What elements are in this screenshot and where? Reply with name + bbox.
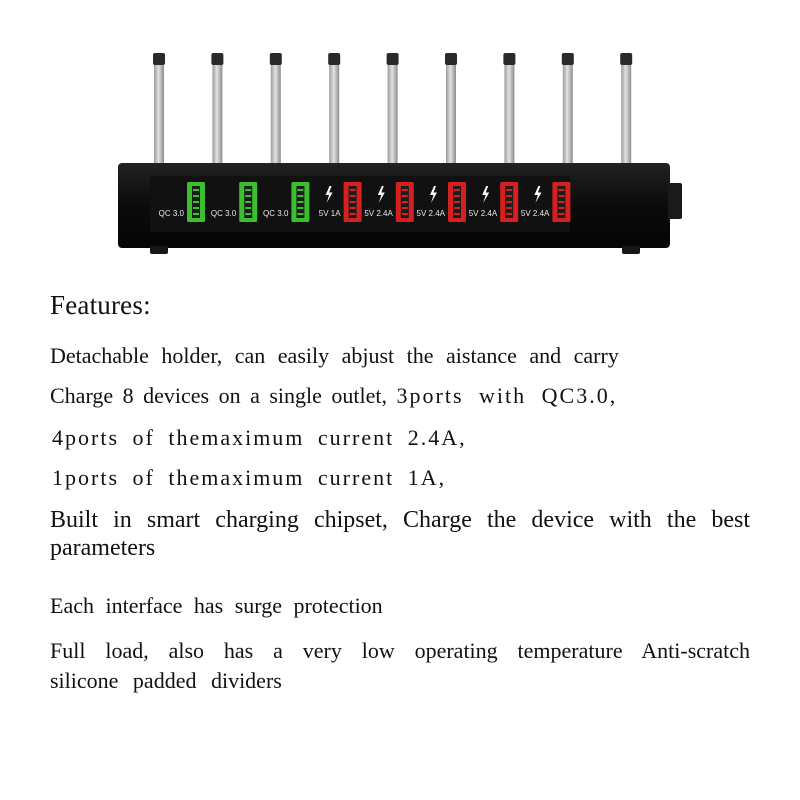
usb-port — [395, 182, 414, 222]
port-label: 5V 2.4A — [417, 209, 446, 218]
foot-right — [622, 246, 640, 254]
feature-charge-8-devices-b: 3ports with QC3.0, — [396, 383, 618, 408]
divider-plate — [153, 53, 165, 167]
port-label: QC 3.0 — [263, 209, 289, 218]
feature-smart-chipset: Built in smart charging chipset, Charge … — [50, 507, 750, 561]
lightning-bolt-icon — [430, 186, 437, 203]
divider-plate — [328, 53, 341, 167]
port-label: 5V 2.4A — [364, 209, 393, 218]
features-heading: Features: — [50, 290, 151, 320]
lightning-bolt-icon — [325, 186, 333, 203]
usb-port — [448, 182, 466, 222]
feature-4ports: 4ports of themaximum current 2.4A, — [52, 425, 467, 450]
lightning-bolt-icon — [534, 186, 542, 203]
feature-surge-protection: Each interface has surge protection — [50, 593, 383, 618]
lightning-bolt-icon — [482, 186, 490, 203]
charging-station-graphic: QC 3.0 QC 3.0 QC 3.0 5V 1A 5V 2.4A 5V 2.4A 5V … — [118, 53, 682, 254]
usb-port — [500, 182, 519, 222]
divider-plate — [620, 53, 633, 167]
feature-charge-8-devices-a: Charge 8 devices on a single outlet, — [50, 383, 388, 408]
power-switch — [668, 183, 682, 219]
charging-station-illustration: QC 3.0 QC 3.0 QC 3.0 5V 1A 5V 2.4A 5V 2.4A 5V … — [0, 0, 800, 270]
usb-port — [239, 182, 258, 222]
feature-low-temperature: Full load, also has a very low operating… — [50, 638, 750, 693]
usb-port — [291, 182, 310, 222]
divider-plate — [211, 53, 224, 167]
port-label: QC 3.0 — [211, 209, 237, 218]
divider-plate — [269, 53, 282, 167]
divider-plate — [386, 53, 399, 167]
port-label: QC 3.0 — [159, 209, 185, 218]
usb-port — [343, 182, 362, 222]
usb-port — [552, 182, 571, 222]
feature-charge-8-devices: Charge 8 devices on a single outlet, 3po… — [50, 382, 617, 410]
lightning-bolt-icon — [377, 186, 385, 203]
port-label: 5V 2.4A — [521, 209, 550, 218]
feature-1ports: 1ports of themaximum current 1A, — [52, 465, 447, 490]
usb-port — [187, 182, 205, 222]
port-label: 5V 1A — [319, 209, 341, 218]
divider-plate — [561, 53, 574, 167]
divider-plate — [503, 53, 516, 167]
port-label: 5V 2.4A — [469, 209, 498, 218]
feature-detachable-holder: Detachable holder, can easily abjust the… — [50, 343, 619, 368]
foot-left — [150, 246, 168, 254]
divider-plate — [445, 53, 457, 167]
